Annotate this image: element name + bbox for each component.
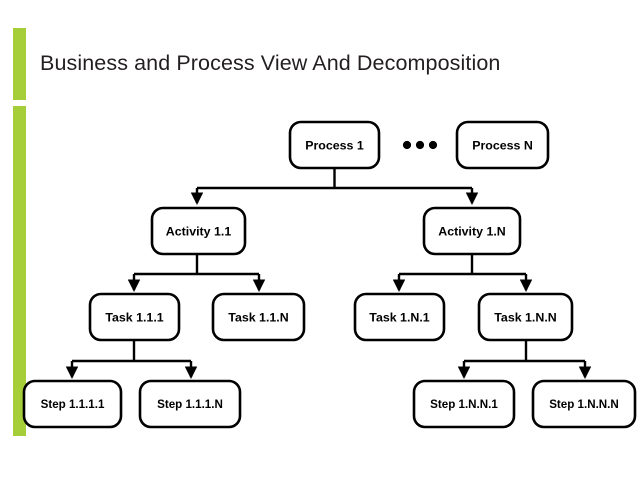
node-step-1-n-n-n-label: Step 1.N.N.N	[549, 398, 619, 411]
node-step-1-1-1-n-label: Step 1.1.1.N	[157, 398, 223, 411]
connector-activity1n-to-tasks	[392, 254, 533, 292]
node-task-1-n-n-label: Task 1.N.N	[494, 310, 556, 324]
node-task-1-1-1-label: Task 1.1.1	[105, 310, 163, 324]
node-step-1-n-n-1[interactable]: Step 1.N.N.1	[412, 379, 516, 429]
node-task-1-n-n[interactable]: Task 1.N.N	[477, 292, 574, 342]
node-step-1-n-n-n[interactable]: Step 1.N.N.N	[531, 379, 637, 429]
node-step-1-1-1-n[interactable]: Step 1.1.1.N	[138, 379, 242, 429]
connector-task1nn-to-steps	[457, 340, 592, 379]
ellipsis-between-processes	[402, 140, 438, 150]
accent-bar-top	[13, 28, 26, 100]
connector-task111-to-steps	[65, 340, 198, 379]
node-process-1-label: Process 1	[305, 138, 364, 152]
node-activity-1-1[interactable]: Activity 1.1	[150, 206, 247, 256]
node-activity-1-1-label: Activity 1.1	[166, 224, 232, 238]
node-step-1-1-1-1-label: Step 1.1.1.1	[41, 398, 105, 411]
node-activity-1-n-label: Activity 1.N	[438, 224, 506, 238]
node-process-1[interactable]: Process 1	[288, 120, 381, 170]
connector-process1-to-activities	[190, 168, 479, 205]
node-task-1-n-1[interactable]: Task 1.N.1	[353, 292, 446, 342]
page-title: Business and Process View And Decomposit…	[40, 51, 501, 75]
node-task-1-1-1[interactable]: Task 1.1.1	[88, 292, 181, 342]
accent-bar-main	[13, 106, 26, 436]
node-step-1-1-1-1[interactable]: Step 1.1.1.1	[22, 379, 123, 429]
node-process-n[interactable]: Process N	[455, 120, 550, 170]
node-task-1-1-n-label: Task 1.1.N	[228, 310, 288, 324]
node-activity-1-n[interactable]: Activity 1.N	[422, 206, 522, 256]
node-task-1-1-n[interactable]: Task 1.1.N	[211, 292, 306, 342]
node-step-1-n-n-1-label: Step 1.N.N.1	[430, 398, 498, 411]
connector-activity11-to-tasks	[127, 254, 266, 292]
node-process-n-label: Process N	[472, 138, 533, 152]
node-task-1-n-1-label: Task 1.N.1	[369, 310, 429, 324]
